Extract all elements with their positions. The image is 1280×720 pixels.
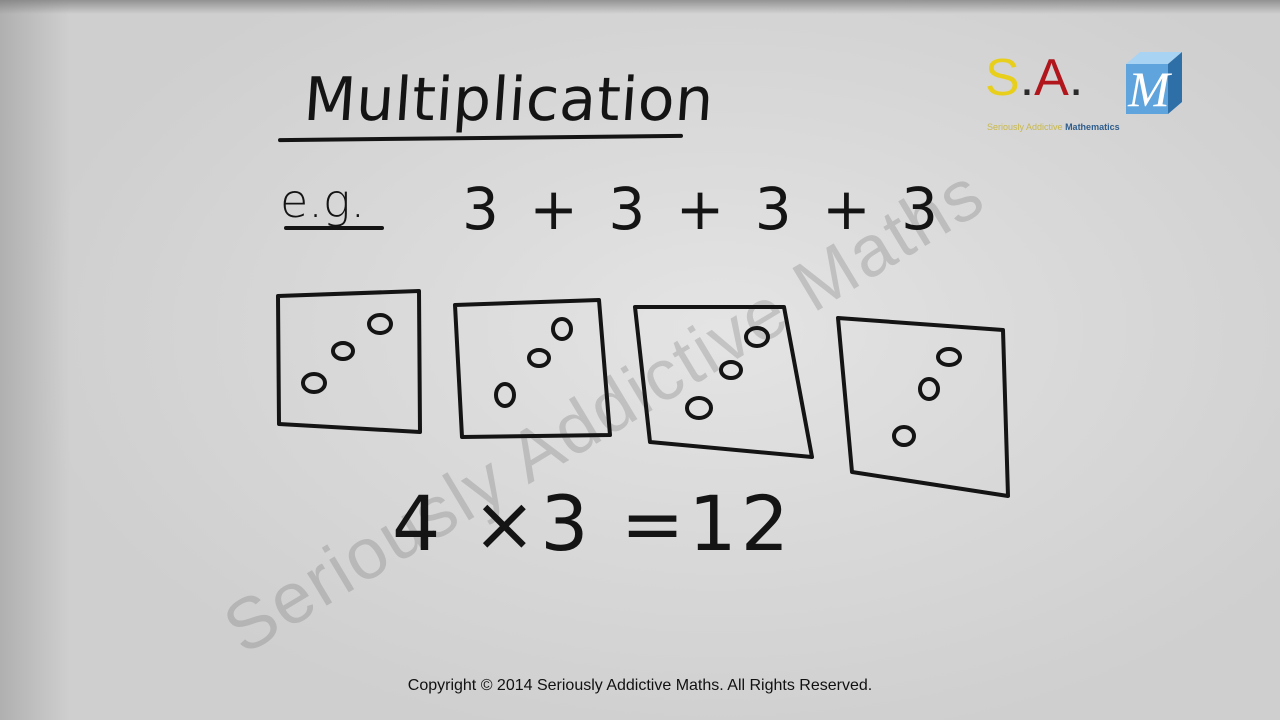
sam-logo: S.A. M Seriously Addictive Mathematics bbox=[985, 48, 1195, 138]
group-2-dot-2 bbox=[527, 348, 551, 368]
group-box-3 bbox=[633, 305, 814, 459]
group-2-dot-3 bbox=[494, 382, 516, 408]
repeated-addition: 3 + 3 + 3 + 3 bbox=[462, 175, 945, 243]
logo-dot-1: . bbox=[1019, 49, 1035, 107]
group-1-dot-1 bbox=[367, 313, 393, 335]
logo-tagline-part-1: Seriously Addictive bbox=[987, 122, 1063, 132]
logo-letters: S.A. bbox=[985, 52, 1083, 104]
group-box-2 bbox=[453, 298, 612, 439]
copyright-notice: Copyright © 2014 Seriously Addictive Mat… bbox=[407, 677, 873, 694]
logo-tagline-part-2: Mathematics bbox=[1065, 122, 1120, 132]
example-underline bbox=[284, 226, 384, 230]
group-box-1 bbox=[276, 289, 422, 434]
logo-letter-m: M bbox=[1128, 61, 1170, 117]
group-3-dot-3 bbox=[685, 396, 713, 420]
logo-tagline: Seriously Addictive Mathematics bbox=[987, 122, 1120, 132]
logo-dot-2: . bbox=[1068, 49, 1084, 107]
group-1-dot-2 bbox=[331, 341, 355, 361]
group-4-dot-2 bbox=[918, 377, 940, 401]
group-4-dot-1 bbox=[936, 347, 962, 367]
board-edge-shadow bbox=[0, 0, 70, 720]
board-top-shadow bbox=[0, 0, 1280, 14]
group-4-dot-3 bbox=[892, 425, 916, 447]
logo-cube-icon bbox=[1126, 52, 1182, 114]
example-label: e.g. bbox=[280, 174, 366, 228]
logo-letter-s: S bbox=[985, 49, 1020, 107]
product-equation: 4 ×3 =12 bbox=[392, 479, 794, 568]
group-2-dot-1 bbox=[551, 317, 573, 341]
group-3-dot-2 bbox=[719, 360, 743, 380]
logo-letter-a: A bbox=[1034, 49, 1069, 107]
group-box-4 bbox=[836, 316, 1010, 498]
group-1-dot-3 bbox=[301, 372, 327, 394]
group-3-dot-1 bbox=[744, 326, 770, 348]
